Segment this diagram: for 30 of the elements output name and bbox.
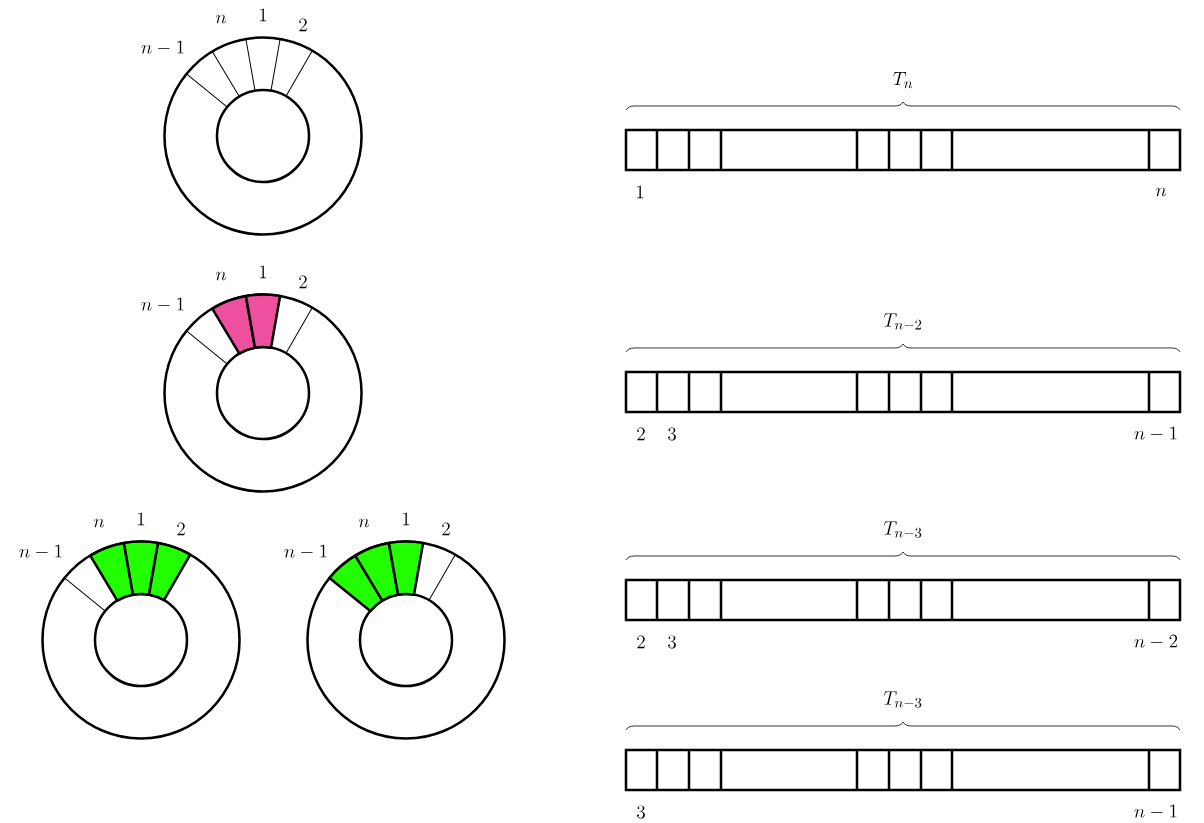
cell-number: $n-1$ [1134,426,1177,440]
segment-label: $2$ [299,275,307,289]
segment-label: $1$ [138,512,145,526]
segment-label: $n$ [358,518,370,528]
cell-number: $3$ [668,427,676,441]
segment-label: $2$ [177,522,185,536]
cell-number: $3$ [668,635,676,649]
segment-label: $2$ [442,522,450,536]
strip-heading: $T_{n-3}$ [883,521,922,538]
strip-heading: $T_{n-2}$ [883,313,922,330]
segment-label: $2$ [299,18,307,32]
segment-label: $1$ [260,8,267,22]
segment-label: $n$ [215,271,227,281]
cell-number: $3$ [637,805,645,819]
cell-number: $n$ [1155,187,1167,197]
strip-heading: $T_n$ [893,72,913,89]
cell-number: $2$ [637,635,645,649]
segment-label: $n-1$ [141,297,184,311]
segment-label: $n-1$ [284,544,327,558]
segment-label: $n-1$ [141,40,184,54]
segment-label: $1$ [403,512,410,526]
strip-heading: $T_{n-3}$ [883,691,922,708]
cell-number: $n-1$ [1134,804,1177,818]
segment-label: $1$ [260,265,267,279]
segment-label: $n$ [93,518,105,528]
cell-number: $n-2$ [1134,634,1178,648]
segment-label: $n$ [215,14,227,24]
segment-label: $n-1$ [19,544,62,558]
cell-number: $1$ [637,185,644,199]
cell-number: $2$ [637,427,645,441]
